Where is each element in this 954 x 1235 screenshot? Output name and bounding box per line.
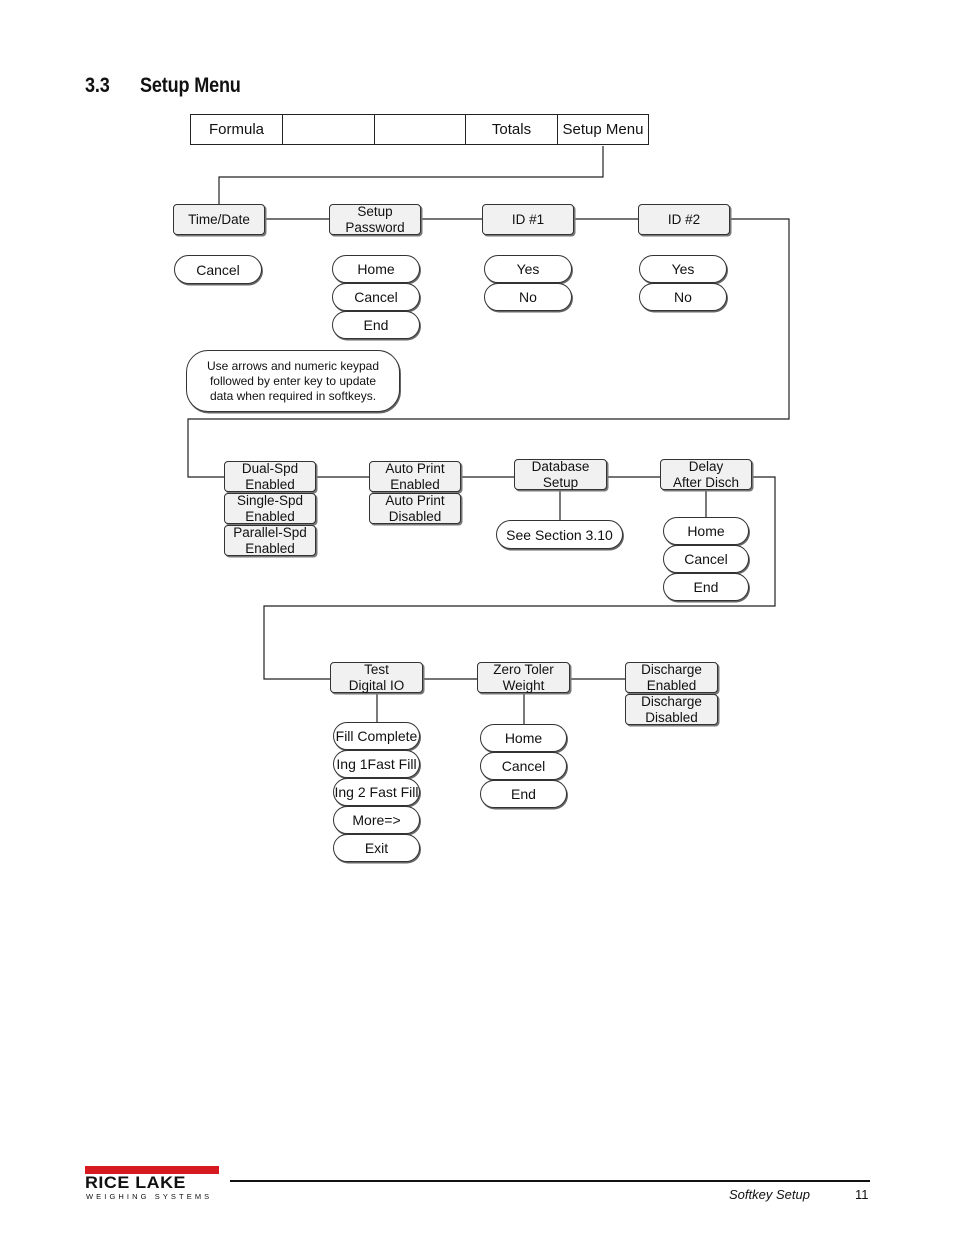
delay-end-option[interactable]: End [663,573,749,601]
fill-complete-option[interactable]: Fill Complete [333,722,420,750]
time-date-cancel-option[interactable]: Cancel [174,255,262,284]
keypad-note: Use arrows and numeric keypad followed b… [186,350,400,412]
softkey-setup-menu[interactable]: Setup Menu [557,114,649,145]
zero-toler-home-option[interactable]: Home [480,724,567,752]
discharge-enabled-node[interactable]: Discharge Enabled [625,662,718,693]
id2-node[interactable]: ID #2 [638,204,730,235]
section-heading: 3.3 Setup Menu [85,74,241,98]
time-date-node[interactable]: Time/Date [173,204,265,235]
database-setup-node[interactable]: Database Setup [514,459,607,490]
section-number: 3.3 [85,74,110,97]
ing2-fast-fill-option[interactable]: Ing 2 Fast Fill [333,778,420,806]
test-digital-io-node[interactable]: Test Digital IO [330,662,423,693]
footer-rule [230,1180,870,1182]
delay-after-disch-node[interactable]: Delay After Disch [660,459,752,490]
softkey-blank-2[interactable] [374,114,466,145]
exit-option[interactable]: Exit [333,834,420,862]
softkey-totals[interactable]: Totals [465,114,558,145]
id1-no-option[interactable]: No [484,283,572,311]
zero-toler-cancel-option[interactable]: Cancel [480,752,567,780]
setup-password-cancel-option[interactable]: Cancel [332,283,420,311]
single-spd-node[interactable]: Single-Spd Enabled [224,493,316,524]
dual-spd-node[interactable]: Dual-Spd Enabled [224,461,316,492]
footer-page-number: 11 [855,1187,869,1202]
delay-home-option[interactable]: Home [663,517,749,545]
discharge-disabled-node[interactable]: Discharge Disabled [625,694,718,725]
parallel-spd-node[interactable]: Parallel-Spd Enabled [224,525,316,556]
zero-toler-weight-node[interactable]: Zero Toler Weight [477,662,570,693]
id1-yes-option[interactable]: Yes [484,255,572,283]
auto-print-enabled-node[interactable]: Auto Print Enabled [369,461,461,492]
delay-cancel-option[interactable]: Cancel [663,545,749,573]
section-title: Setup Menu [140,74,241,97]
id2-yes-option[interactable]: Yes [639,255,727,283]
softkey-formula[interactable]: Formula [190,114,283,145]
rice-lake-logo: RICE LAKE WEIGHING SYSTEMS [85,1166,221,1201]
auto-print-disabled-node[interactable]: Auto Print Disabled [369,493,461,524]
softkey-blank-1[interactable] [282,114,375,145]
setup-password-end-option[interactable]: End [332,311,420,339]
setup-password-node[interactable]: Setup Password [329,204,421,235]
ing1-fast-fill-option[interactable]: Ing 1Fast Fill [333,750,420,778]
logo-wordmark: RICE LAKE [85,1173,186,1192]
id1-node[interactable]: ID #1 [482,204,574,235]
setup-password-home-option[interactable]: Home [332,255,420,283]
footer-section-name: Softkey Setup [729,1187,810,1202]
id2-no-option[interactable]: No [639,283,727,311]
logo-subtitle: WEIGHING SYSTEMS [86,1192,213,1201]
logo-red-bar [85,1166,219,1174]
see-section-option[interactable]: See Section 3.10 [496,520,623,549]
zero-toler-end-option[interactable]: End [480,780,567,808]
more-option[interactable]: More=> [333,806,420,834]
